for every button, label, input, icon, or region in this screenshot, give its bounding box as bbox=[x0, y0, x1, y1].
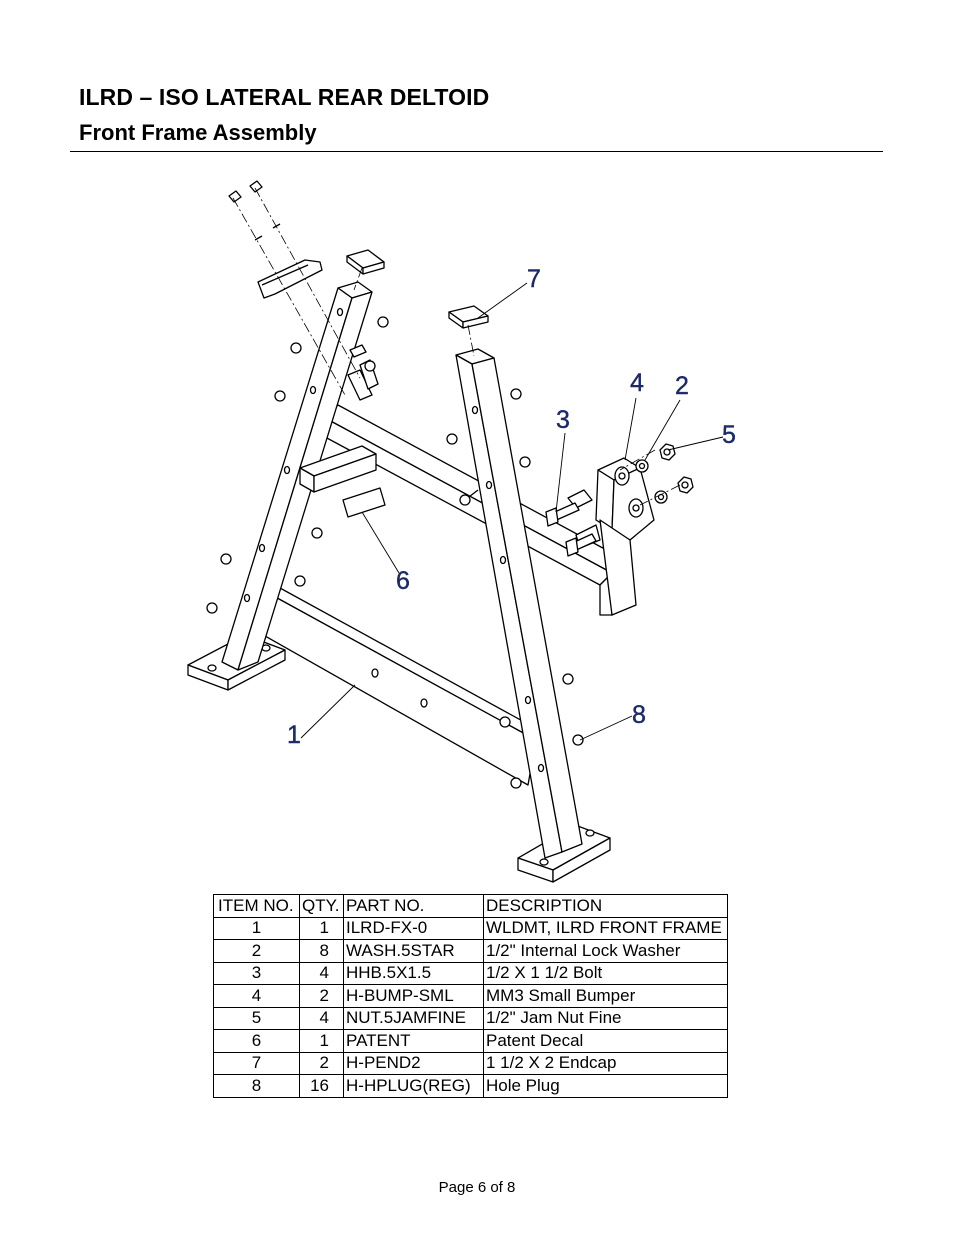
callout-4: 4 bbox=[630, 369, 644, 397]
qty-cell: 4 bbox=[299, 961, 344, 985]
hole-plugs bbox=[206, 316, 584, 789]
part-number-cell: WASH.5STAR bbox=[343, 939, 484, 963]
washers-and-nuts bbox=[635, 443, 694, 504]
callout-6: 6 bbox=[396, 567, 410, 595]
qty-cell: 4 bbox=[299, 1006, 344, 1030]
callout-3: 3 bbox=[556, 406, 570, 434]
column-header-qty: QTY. bbox=[299, 894, 344, 918]
part-number-cell: NUT.5JAMFINE bbox=[343, 1006, 484, 1030]
right-upright bbox=[455, 348, 583, 859]
item-cell: 4 bbox=[213, 984, 300, 1008]
header-rule bbox=[70, 151, 883, 152]
table-row: 2 8 WASH.5STAR 1/2" Internal Lock Washer bbox=[213, 939, 728, 963]
column-header-part: PART NO. bbox=[343, 894, 484, 918]
item-cell: 3 bbox=[213, 961, 300, 985]
description-cell: MM3 Small Bumper bbox=[483, 984, 728, 1008]
description-cell: Patent Decal bbox=[483, 1029, 728, 1053]
callout-7: 7 bbox=[527, 265, 541, 293]
qty-cell: 16 bbox=[299, 1074, 344, 1098]
callout-2: 2 bbox=[675, 372, 689, 400]
qty-cell: 8 bbox=[299, 939, 344, 963]
column-header-description: DESCRIPTION bbox=[483, 894, 728, 918]
qty-cell: 2 bbox=[299, 1051, 344, 1075]
table-row: 3 4 HHB.5X1.5 1/2 X 1 1/2 Bolt bbox=[213, 961, 728, 985]
description-cell: Hole Plug bbox=[483, 1074, 728, 1098]
end-cap-right-upright bbox=[448, 305, 489, 329]
item-cell: 1 bbox=[213, 916, 300, 940]
part-number-cell: HHB.5X1.5 bbox=[343, 961, 484, 985]
callout-8: 8 bbox=[632, 701, 646, 729]
table-row: 5 4 NUT.5JAMFINE 1/2" Jam Nut Fine bbox=[213, 1006, 728, 1030]
qty-cell: 2 bbox=[299, 984, 344, 1008]
bolt-group bbox=[545, 502, 597, 557]
end-cap-left-upright bbox=[346, 249, 385, 275]
qty-cell: 1 bbox=[299, 1029, 344, 1053]
description-cell: 1/2" Internal Lock Washer bbox=[483, 939, 728, 963]
qty-cell: 1 bbox=[299, 916, 344, 940]
description-cell: 1/2 X 1 1/2 Bolt bbox=[483, 961, 728, 985]
part-number-cell: H-PEND2 bbox=[343, 1051, 484, 1075]
table-row: 8 16 H-HPLUG(REG) Hole Plug bbox=[213, 1074, 728, 1098]
callout-leaders bbox=[300, 282, 724, 741]
callout-5: 5 bbox=[722, 421, 736, 449]
part-number-cell: PATENT bbox=[343, 1029, 484, 1053]
description-cell: 1/2" Jam Nut Fine bbox=[483, 1006, 728, 1030]
patent-decal bbox=[342, 487, 386, 518]
page-title: ILRD – ISO LATERAL REAR DELTOID bbox=[79, 84, 490, 110]
part-number-cell: ILRD-FX-0 bbox=[343, 916, 484, 940]
table-row: 1 1 ILRD-FX-0 WLDMT, ILRD FRONT FRAME bbox=[213, 916, 728, 940]
item-cell: 2 bbox=[213, 939, 300, 963]
part-number-cell: H-BUMP-SML bbox=[343, 984, 484, 1008]
table-row: 6 1 PATENT Patent Decal bbox=[213, 1029, 728, 1053]
column-header-item: ITEM NO. bbox=[213, 894, 300, 918]
item-cell: 5 bbox=[213, 1006, 300, 1030]
assembly-drawing bbox=[187, 180, 724, 883]
part-number-cell: H-HPLUG(REG) bbox=[343, 1074, 484, 1098]
item-cell: 8 bbox=[213, 1074, 300, 1098]
callout-1: 1 bbox=[287, 721, 301, 749]
page-number: Page 6 of 8 bbox=[438, 1179, 516, 1196]
item-cell: 7 bbox=[213, 1051, 300, 1075]
description-cell: WLDMT, ILRD FRONT FRAME bbox=[483, 916, 728, 940]
assembly-center-lines bbox=[232, 187, 681, 506]
table-row: 7 2 H-PEND2 1 1/2 X 2 Endcap bbox=[213, 1051, 728, 1075]
section-subtitle: Front Frame Assembly bbox=[79, 120, 317, 145]
bumper-assembly bbox=[567, 457, 655, 616]
table-row: 4 2 H-BUMP-SML MM3 Small Bumper bbox=[213, 984, 728, 1008]
left-connector-bracket bbox=[299, 445, 377, 493]
description-cell: 1 1/2 X 2 Endcap bbox=[483, 1051, 728, 1075]
table-header-row: ITEM NO. QTY. PART NO. DESCRIPTION bbox=[213, 894, 728, 918]
parts-table: ITEM NO. QTY. PART NO. DESCRIPTION 1 1 I… bbox=[213, 894, 728, 1098]
item-cell: 6 bbox=[213, 1029, 300, 1053]
